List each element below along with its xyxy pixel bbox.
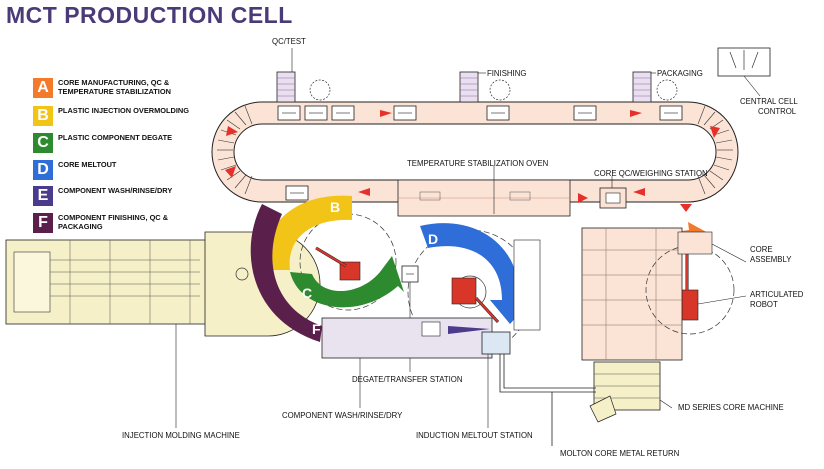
label-robot-line2: ROBOT bbox=[750, 300, 778, 309]
process-arrow-d: D bbox=[420, 223, 532, 324]
label-degate-transfer: DEGATE/TRANSFER STATION bbox=[352, 375, 462, 384]
legend-badge-f: F bbox=[33, 213, 53, 233]
central-cell-control bbox=[717, 47, 771, 97]
conveyor-loop bbox=[211, 101, 739, 203]
process-arrow-b: B bbox=[262, 195, 352, 270]
legend-text-f: COMPONENT FINISHING, QC & PACKAGING bbox=[58, 213, 169, 231]
label-central-line2: CONTROL bbox=[758, 107, 797, 116]
overmold-robot-icon bbox=[315, 246, 361, 281]
diagram-labels: QC/TEST FINISHING PACKAGING CENTRAL CELL… bbox=[122, 37, 806, 458]
legend-badge-e: E bbox=[33, 186, 53, 206]
oven-feed-arrows bbox=[578, 193, 692, 212]
md-series-core-machine bbox=[589, 361, 673, 423]
label-core-line1: CORE bbox=[750, 245, 773, 254]
legend-item-b: B PLASTIC INJECTION OVERMOLDING bbox=[33, 106, 203, 130]
label-core-line2: ASSEMBLY bbox=[750, 255, 792, 264]
label-finishing: FINISHING bbox=[487, 69, 526, 78]
svg-text:F: F bbox=[312, 321, 321, 337]
legend-item-a: A CORE MANUFACTURING, QC & TEMPERATURE S… bbox=[33, 78, 203, 102]
process-arrow-f: F bbox=[250, 204, 322, 342]
legend-item-f: F COMPONENT FINISHING, QC & PACKAGING bbox=[33, 213, 203, 237]
temperature-stabilization-oven bbox=[397, 166, 571, 217]
svg-text:B: B bbox=[330, 199, 340, 215]
label-core-assembly: CORE ASSEMBLY bbox=[750, 245, 792, 264]
legend-item-c: C PLASTIC COMPONENT DEGATE bbox=[33, 133, 203, 157]
legend-text-c: PLASTIC COMPONENT DEGATE bbox=[58, 133, 173, 142]
legend-badge-d: D bbox=[33, 160, 53, 180]
label-central-cell-control: CENTRAL CELL CONTROL bbox=[740, 97, 800, 116]
qc-test-station bbox=[276, 48, 331, 103]
label-component-wash: COMPONENT WASH/RINSE/DRY bbox=[282, 411, 403, 420]
legend-text-b: PLASTIC INJECTION OVERMOLDING bbox=[58, 106, 189, 115]
legend-badge-b: B bbox=[33, 106, 53, 126]
legend-text-e: COMPONENT WASH/RINSE/DRY bbox=[58, 186, 173, 195]
label-injection-molding: INJECTION MOLDING MACHINE bbox=[122, 431, 240, 440]
packaging-station bbox=[632, 71, 678, 103]
induction-meltout-station bbox=[481, 239, 541, 428]
core-qc-weighing-station bbox=[599, 176, 627, 209]
legend-text-a: CORE MANUFACTURING, QC & TEMPERATURE STA… bbox=[58, 78, 171, 96]
molten-metal-return-line bbox=[499, 354, 596, 446]
label-core-qc-weighing: CORE QC/WEIGHING STATION bbox=[594, 169, 708, 178]
label-md-series: MD SERIES CORE MACHINE bbox=[678, 403, 784, 412]
core-assembly-area bbox=[581, 227, 747, 361]
page-title: MCT PRODUCTION CELL bbox=[6, 2, 293, 28]
label-central-line1: CENTRAL CELL bbox=[740, 97, 798, 106]
label-qc-test: QC/TEST bbox=[272, 37, 306, 46]
svg-text:C: C bbox=[302, 285, 312, 301]
legend-badge-a: A bbox=[33, 78, 53, 98]
wash-rinse-dry-line bbox=[321, 317, 493, 408]
legend-item-d: D CORE MELTOUT bbox=[33, 160, 203, 184]
label-robot-line1: ARTICULATED bbox=[750, 290, 804, 299]
label-induction-meltout: INDUCTION MELTOUT STATION bbox=[416, 431, 533, 440]
legend-item-e: E COMPONENT WASH/RINSE/DRY bbox=[33, 186, 203, 210]
finishing-station bbox=[459, 71, 511, 103]
legend-text-d: CORE MELTOUT bbox=[58, 160, 117, 169]
legend-badge-c: C bbox=[33, 133, 53, 153]
process-arrow-c: C bbox=[290, 256, 404, 308]
label-packaging: PACKAGING bbox=[657, 69, 703, 78]
label-temperature-oven: TEMPERATURE STABILIZATION OVEN bbox=[407, 159, 548, 168]
svg-text:D: D bbox=[428, 231, 438, 247]
label-molton-return: MOLTON CORE METAL RETURN bbox=[560, 449, 679, 458]
meltout-robot-icon bbox=[451, 277, 500, 324]
label-articulated-robot: ARTICULATED ROBOT bbox=[750, 290, 806, 309]
